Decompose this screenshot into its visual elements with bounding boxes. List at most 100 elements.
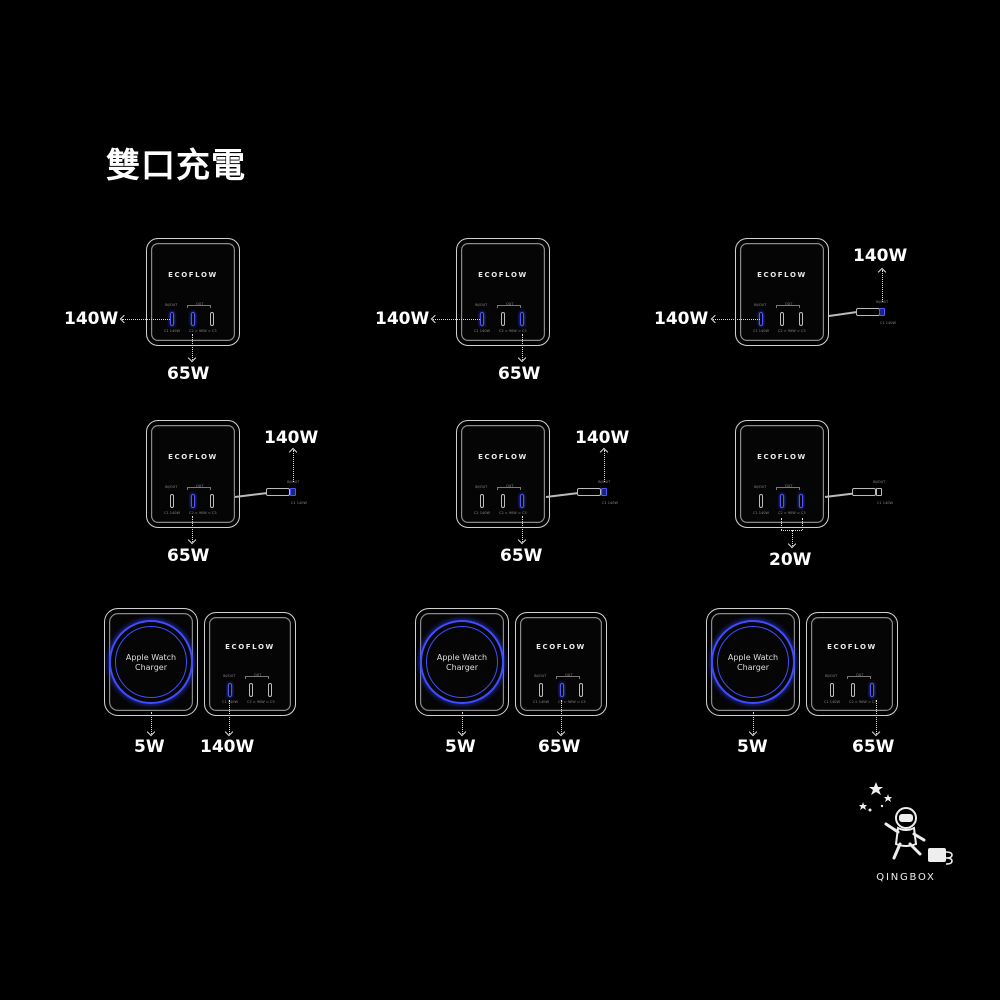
arrow-down [462,712,463,734]
usb-c-port-c2 [780,494,784,508]
qingbox-logo: QINGBOX [846,774,966,884]
arrow-up [604,450,605,482]
wattage-label: 5W [445,737,476,757]
brand-label: ECOFLOW [757,271,807,279]
charger: ECOFLOW IN/OUT OUT C1 140W C2 ≈ 90W ≈ C3 [146,420,240,528]
dotted-connector [781,518,782,530]
wattage-label: 140W [200,737,255,757]
wattage-label: 65W [500,546,543,566]
arrow-left [122,319,170,320]
brand-label: ECOFLOW [168,271,218,279]
arrow-down [561,700,562,734]
arrow-down [876,700,877,734]
charger: ECOFLOW IN/OUT OUT C1 140W C2 ≈ 90W ≈ C3 [456,238,550,346]
charging-ring [420,620,504,704]
arrow-down [792,530,793,546]
charger: ECOFLOW IN/OUT OUT C1 140W C2 ≈ 90W ≈ C3 [735,238,829,346]
arrow-down [151,712,152,734]
arrow-down [522,334,523,360]
wattage-label: 65W [167,364,210,384]
usb-c-port-c1 [228,683,232,697]
arrow-down [192,516,193,542]
usb-c-port-c3 [799,312,803,326]
wattage-label: 140W [264,428,319,448]
usb-c-port-c1 [759,494,763,508]
usb-c-port-c1 [170,312,174,326]
wattage-label: 140W [654,309,709,329]
watermark-text: QINGBOX [876,872,936,883]
charger: ECOFLOW IN/OUT OUT C1 140W C2 ≈ 90W ≈ C3 [515,612,607,716]
page-title: 雙口充電 [106,146,246,186]
usb-c-port-c3 [268,683,272,697]
usb-c-plug [577,488,601,496]
usb-c-cable [545,491,580,498]
usb-c-port-c3 [579,683,583,697]
usb-c-port-c3 [870,683,874,697]
charger: ECOFLOW IN/OUT OUT C1 140W C2 ≈ 90W ≈ C3 [456,420,550,528]
usb-c-port-c1 [480,312,484,326]
dotted-connector [802,518,803,530]
arrow-up [293,450,294,482]
charging-ring [109,620,193,704]
pad-label-line1: Apple Watch [125,653,177,662]
arrow-down [192,334,193,360]
usb-c-plug [856,308,880,316]
usb-c-plug [852,488,876,496]
usb-c-port-c2 [780,312,784,326]
usb-c-port-c2 [191,494,195,508]
usb-c-port-c1 [830,683,834,697]
usb-c-plug-tip [879,308,885,316]
pad-label-line1: Apple Watch [436,653,488,662]
brand-label: ECOFLOW [478,453,528,461]
charger: ECOFLOW IN/OUT OUT C1 140W C2 ≈ 90W ≈ C3 [806,612,898,716]
arrow-left [713,319,760,320]
pad-label-line1: Apple Watch [727,653,779,662]
usb-c-port-c2 [560,683,564,697]
usb-c-plug-tip [290,488,296,496]
charger: ECOFLOW IN/OUT OUT C1 140W C2 ≈ 90W ≈ C3 [204,612,296,716]
usb-c-cable [824,492,855,498]
pad-label-line2: Charger [446,663,478,672]
arrow-left [433,319,480,320]
wattage-label: 140W [853,246,908,266]
usb-c-plug [266,488,290,496]
usb-c-plug-tip [601,488,607,496]
usb-c-port-c3 [210,312,214,326]
wattage-label: 5W [134,737,165,757]
pad-label-line2: Charger [135,663,167,672]
usb-c-port-c3 [520,494,524,508]
brand-label: ECOFLOW [225,643,275,651]
charger: ECOFLOW IN/OUT OUT C1 140W C2 ≈ 90W ≈ C3 [146,238,240,346]
usb-c-port-c1 [539,683,543,697]
brand-label: ECOFLOW [536,643,586,651]
usb-c-port-c2 [501,312,505,326]
usb-c-port-c2 [249,683,253,697]
wattage-label: 140W [575,428,630,448]
brand-label: ECOFLOW [757,453,807,461]
usb-c-port-c3 [210,494,214,508]
wattage-label: 65W [852,737,895,757]
usb-c-port-c2 [501,494,505,508]
usb-c-port-c1 [170,494,174,508]
arrow-down [753,712,754,734]
usb-c-plug-tip [876,488,882,496]
brand-label: ECOFLOW [478,271,528,279]
wattage-label: 140W [64,309,119,329]
watch-charger-pad: Apple Watch Charger [104,608,198,716]
watch-charger-pad: Apple Watch Charger [415,608,509,716]
usb-c-port-c3 [799,494,803,508]
wattage-label: 65W [538,737,581,757]
charging-ring [711,620,795,704]
usb-c-port-c3 [520,312,524,326]
astronaut-icon [859,782,953,865]
arrow-down [229,700,230,734]
arrow-up [882,270,883,302]
usb-c-port-c2 [851,683,855,697]
wattage-label: 65W [498,364,541,384]
charger: ECOFLOW IN/OUT OUT C1 140W C2 ≈ 90W ≈ C3 [735,420,829,528]
brand-label: ECOFLOW [168,453,218,461]
wattage-label: 140W [375,309,430,329]
wattage-label: 5W [737,737,768,757]
brand-label: ECOFLOW [827,643,877,651]
watch-charger-pad: Apple Watch Charger [706,608,800,716]
